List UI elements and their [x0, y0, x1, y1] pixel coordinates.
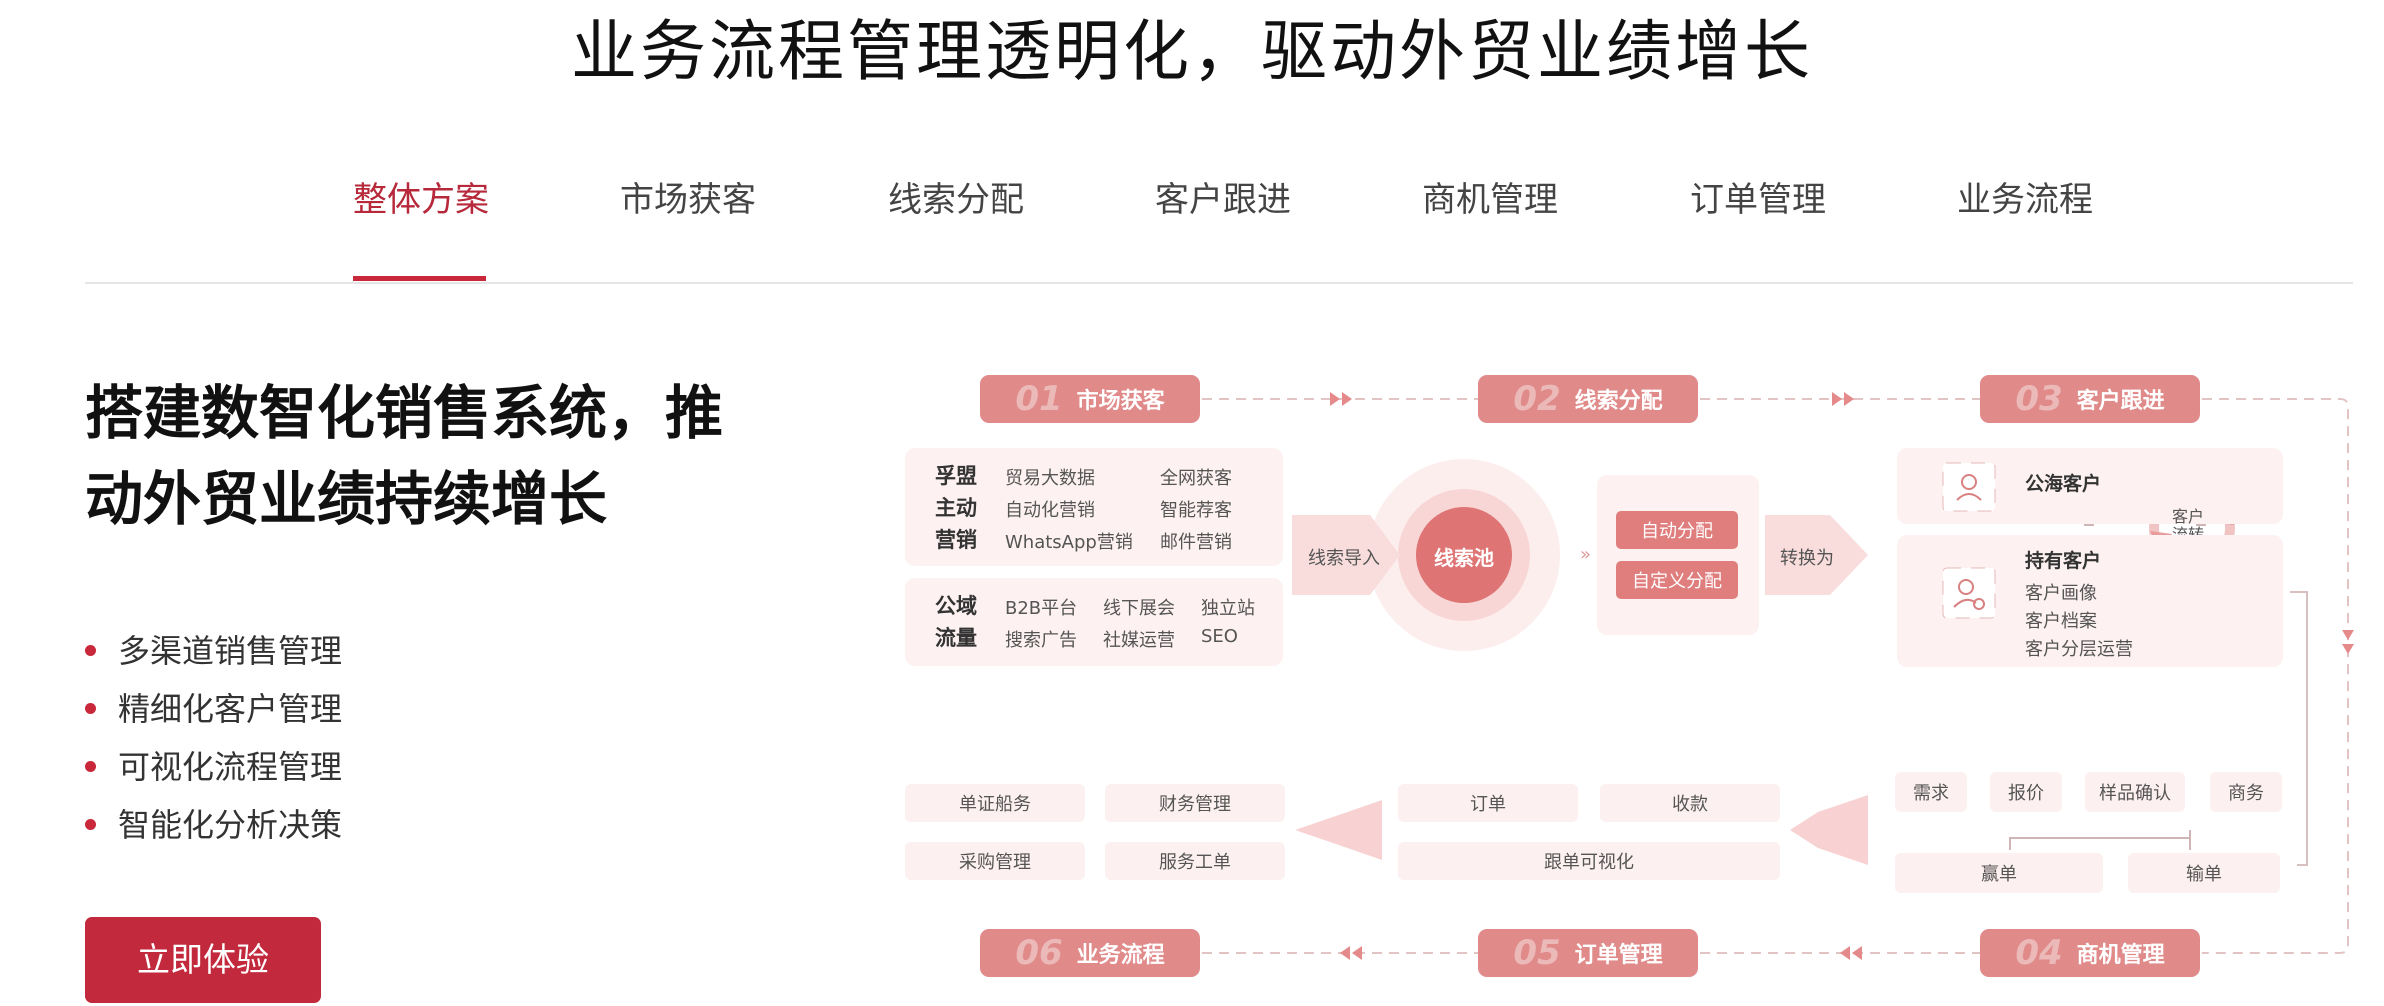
channel-item: 搜索广告	[1005, 630, 1077, 651]
convert-to-label: 转换为	[1780, 548, 1834, 569]
tab-lead-assignment[interactable]: 线索分配	[888, 180, 1024, 220]
solution-tabs: 整体方案 市场获客 线索分配 客户跟进 商机管理 订单管理 业务流程	[0, 150, 2384, 280]
active-tab-indicator	[353, 276, 486, 281]
shipping-documents-box: 单证船务	[905, 784, 1085, 822]
own-customer-item: 客户画像	[2025, 583, 2097, 604]
outcome-won: 赢单	[1895, 853, 2103, 893]
own-customer-panel: 持有客户 客户画像 客户档案 客户分层运营	[1897, 535, 2283, 667]
bullet-dot	[85, 644, 96, 656]
feature-bullet: 精细化客户管理	[85, 686, 342, 732]
assignment-panel	[1597, 475, 1759, 635]
double-chevron-right-icon	[1330, 392, 1854, 406]
channel-item: 独立站	[1201, 598, 1255, 619]
chevron-down-icon	[2342, 630, 2354, 654]
step-requirement: 需求	[1895, 772, 1967, 812]
step-quotation: 报价	[1990, 772, 2062, 812]
group-title: 公域	[935, 594, 977, 618]
public-traffic-panel: 公域 流量 B2B平台 线下展会 独立站 搜索广告 社媒运营 SEO	[905, 578, 1283, 666]
headline-line-1: 搭建数智化销售系统，推	[85, 379, 724, 447]
headline-line-2: 动外贸业绩持续增长	[85, 465, 608, 533]
public-customer-icon	[1942, 462, 1996, 512]
feature-bullet: 可视化流程管理	[85, 744, 342, 790]
public-customer-label: 公海客户	[2025, 473, 2102, 495]
bullet-dot	[85, 760, 96, 772]
tab-customer-followup[interactable]: 客户跟进	[1155, 180, 1291, 220]
public-customer-panel: 公海客户	[1897, 448, 2283, 524]
group-title: 营销	[935, 528, 977, 552]
finance-management-box: 财务管理	[1105, 784, 1285, 822]
outcome-lost: 输单	[2128, 853, 2280, 893]
tab-order-management[interactable]: 订单管理	[1690, 180, 1826, 220]
order-box: 订单	[1398, 784, 1578, 822]
lead-pool-label: 线索池	[1434, 546, 1494, 570]
channel-item: 智能荐客	[1160, 500, 1232, 521]
auto-assign-button[interactable]: 自动分配	[1616, 511, 1738, 549]
purchase-management-box: 采购管理	[905, 842, 1085, 880]
collection-box: 收款	[1600, 784, 1780, 822]
own-customer-item: 客户档案	[2025, 611, 2097, 632]
own-customer-title: 持有客户	[2025, 550, 2102, 572]
svg-text:»: »	[1580, 544, 1591, 565]
group-title: 主动	[935, 496, 977, 520]
tab-overall-solution[interactable]: 整体方案	[353, 180, 489, 220]
bullet-dot	[85, 818, 96, 830]
bullet-dot	[85, 702, 96, 714]
double-chevron-left-icon	[1340, 946, 1862, 960]
feature-bullet: 多渠道销售管理	[85, 628, 342, 674]
channel-item: WhatsApp营销	[1005, 532, 1133, 553]
channel-item: SEO	[1201, 626, 1238, 647]
lead-import-label: 线索导入	[1308, 548, 1380, 569]
custom-assign-button[interactable]: 自定义分配	[1616, 561, 1738, 599]
step-sample-confirmation: 样品确认	[2085, 772, 2185, 812]
channel-item: 线下展会	[1103, 598, 1175, 619]
feature-bullet: 智能化分析决策	[85, 802, 342, 848]
try-now-button[interactable]: 立即体验	[85, 917, 321, 1003]
tab-business-process[interactable]: 业务流程	[1957, 180, 2093, 220]
group-title: 流量	[935, 626, 977, 650]
service-ticket-box: 服务工单	[1105, 842, 1285, 880]
tabs-divider	[85, 282, 2353, 284]
channel-item: 全网获客	[1160, 468, 1232, 489]
page-title: 业务流程管理透明化，驱动外贸业绩增长	[571, 13, 1813, 90]
channel-item: 邮件营销	[1160, 532, 1232, 553]
active-marketing-panel: 孚盟 主动 营销 贸易大数据 全网获客 自动化营销 智能荐客 WhatsApp营…	[905, 448, 1283, 566]
step-business: 商务	[2210, 772, 2282, 812]
own-customer-item: 客户分层运营	[2025, 639, 2133, 660]
group-title: 孚盟	[935, 464, 977, 488]
channel-item: 自动化营销	[1005, 500, 1095, 521]
own-customer-icon	[1942, 567, 1996, 619]
channel-item: 贸易大数据	[1005, 468, 1095, 489]
channel-item: B2B平台	[1005, 598, 1078, 619]
channel-item: 社媒运营	[1103, 630, 1175, 651]
tab-market-acquisition[interactable]: 市场获客	[620, 180, 756, 220]
solution-headline: 搭建数智化销售系统，推 动外贸业绩持续增长	[85, 370, 805, 542]
order-tracking-box: 跟单可视化	[1398, 842, 1780, 880]
tab-opportunity-management[interactable]: 商机管理	[1422, 180, 1558, 220]
